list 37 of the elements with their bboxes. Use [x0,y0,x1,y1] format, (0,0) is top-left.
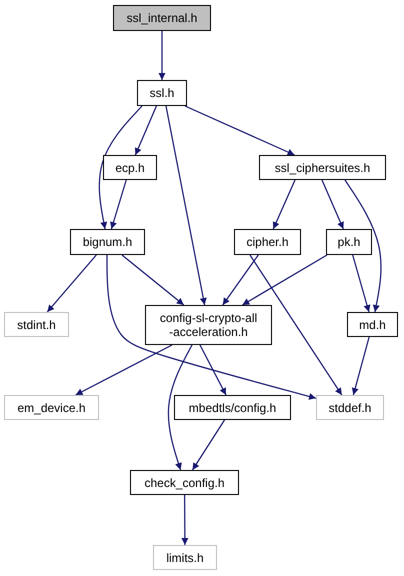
arrow [134,106,157,156]
arrow [165,106,207,306]
file-box: config-sl-crypto-all -acceleration.h [145,305,272,345]
file-box: stdint.h [4,312,69,337]
arrow [168,344,193,470]
arrow [181,495,188,545]
file-box: limits.h [153,545,217,570]
file-box: check_config.h [130,470,239,495]
arrow [184,105,295,156]
file-box: ssl_internal.h [113,5,211,31]
arrow [46,254,97,312]
arrow [352,336,370,396]
arrow [110,180,127,230]
arrow [321,180,344,230]
arrow [222,254,259,306]
arrow [98,106,142,230]
file-box: ecp.h [103,155,157,180]
file-box: bignum.h [70,229,145,255]
file-box: pk.h [326,229,372,255]
arrow [75,344,172,396]
arrow [199,344,227,396]
arrow [250,254,342,396]
arrow [106,255,316,400]
arrow [352,254,370,312]
file-box: md.h [347,312,398,337]
file-box: stddef.h [316,395,384,420]
file-box: cipher.h [234,229,301,255]
file-box: ssl.h [137,80,187,106]
arrow [272,180,296,230]
arrow [344,180,382,312]
arrow [242,254,328,306]
arrow [122,254,184,306]
file-box: em_device.h [4,395,99,420]
arrow [192,420,225,470]
file-box: mbedtls/config.h [174,395,291,420]
file-box: ssl_ciphersuites.h [259,155,386,180]
arrow [158,31,166,80]
